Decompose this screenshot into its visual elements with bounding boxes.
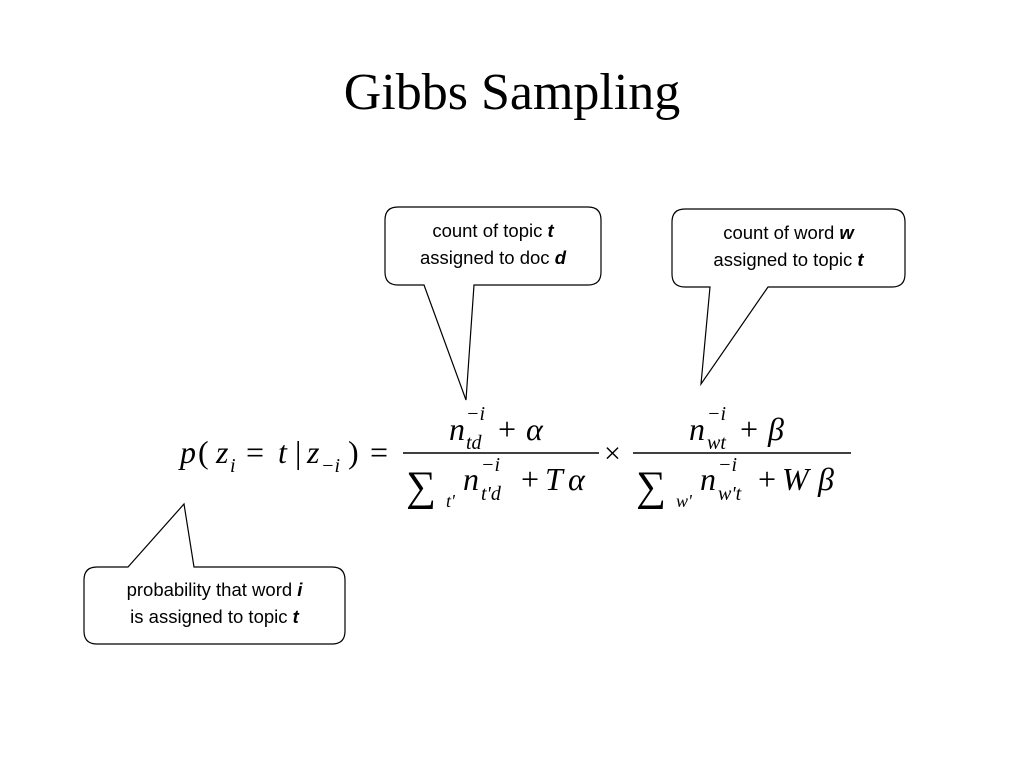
eq-z2: z bbox=[306, 434, 320, 470]
frac2-den-beta: β bbox=[817, 461, 834, 497]
frac2-den-n: n bbox=[700, 461, 716, 497]
slide-title: Gibbs Sampling bbox=[343, 64, 681, 121]
frac2-den-sup: −i bbox=[718, 454, 737, 476]
frac2-num-n: n bbox=[689, 411, 705, 447]
frac1-num-plus: + bbox=[498, 411, 516, 447]
callout-word-topic-var-t: t bbox=[857, 249, 864, 270]
frac2-num-sub: wt bbox=[707, 432, 726, 454]
callout-probability-line2: is assigned to topic t bbox=[84, 603, 345, 630]
eq-z2-sub: −i bbox=[321, 455, 340, 477]
frac1-den-alpha: α bbox=[568, 461, 586, 497]
callout-word-topic-line1-text: count of word bbox=[723, 222, 840, 243]
callout-word-topic-shape bbox=[671, 208, 906, 387]
callout-word-topic-line1: count of word w bbox=[672, 219, 905, 246]
equation-fraction-2: n −i wt + β ∑ w' n −i w't + W β bbox=[633, 403, 851, 511]
callout-topic-doc-shape bbox=[384, 206, 602, 401]
frac2-num-sup: −i bbox=[707, 403, 726, 425]
callout-probability-line1: probability that word i bbox=[84, 576, 345, 603]
frac1-num-n: n bbox=[449, 411, 465, 447]
frac1-num-alpha: α bbox=[526, 411, 544, 447]
frac1-den-sum: ∑ bbox=[406, 464, 436, 510]
frac1-den-plus: + bbox=[521, 461, 539, 497]
eq-equals-inner: = bbox=[246, 434, 264, 470]
callout-probability-line2-text: is assigned to topic bbox=[130, 606, 293, 627]
frac1-den-sup: −i bbox=[481, 454, 500, 476]
eq-t: t bbox=[278, 434, 288, 470]
equation-fraction-1: n −i td + α ∑ t' n −i t'd + T α bbox=[403, 403, 599, 511]
frac2-den-sum-sub: w' bbox=[676, 491, 693, 511]
callout-word-topic-var-w: w bbox=[839, 222, 854, 243]
frac1-den-T: T bbox=[545, 461, 565, 497]
eq-times: × bbox=[604, 437, 621, 470]
frac2-num-beta: β bbox=[767, 411, 784, 447]
callout-topic-doc-line1: count of topic t bbox=[385, 217, 601, 244]
frac2-den-plus: + bbox=[758, 461, 776, 497]
callout-probability-var-i: i bbox=[297, 579, 303, 600]
callout-topic-doc-line2-text: assigned to doc bbox=[419, 247, 555, 268]
eq-z: z bbox=[215, 434, 229, 470]
eq-equals-main: = bbox=[370, 434, 388, 470]
callout-topic-doc-var-d: d bbox=[554, 247, 567, 268]
callout-probability-text: probability that word i is assigned to t… bbox=[84, 576, 345, 630]
eq-bar: | bbox=[295, 434, 301, 470]
frac2-den-sum: ∑ bbox=[636, 464, 666, 510]
frac1-num-sub: td bbox=[466, 432, 483, 454]
eq-lparen: ( bbox=[198, 434, 209, 470]
callout-topic-doc-line2: assigned to doc d bbox=[385, 244, 601, 271]
eq-z-sub: i bbox=[230, 455, 236, 477]
callout-probability-shape bbox=[83, 502, 346, 645]
callout-word-topic-line2-text: assigned to topic bbox=[713, 249, 858, 270]
eq-p: p bbox=[178, 434, 196, 470]
frac2-num-plus: + bbox=[740, 411, 758, 447]
frac1-den-sub: t'd bbox=[481, 483, 502, 505]
eq-rparen: ) bbox=[348, 434, 359, 470]
callout-word-topic-text: count of word w assigned to topic t bbox=[672, 219, 905, 273]
frac2-den-sub: w't bbox=[718, 483, 742, 505]
callout-topic-doc-text: count of topic t assigned to doc d bbox=[385, 217, 601, 271]
callout-topic-doc-line1-text: count of topic bbox=[432, 220, 548, 241]
equation-lhs: p ( z i = t | z −i ) = bbox=[178, 434, 388, 477]
callout-probability-line1-text: probability that word bbox=[126, 579, 298, 600]
frac1-num-sup: −i bbox=[466, 403, 485, 425]
frac2-den-W: W bbox=[782, 461, 812, 497]
callout-probability-var-t: t bbox=[292, 606, 299, 627]
callout-topic-doc-var-t: t bbox=[547, 220, 554, 241]
callout-word-topic-line2: assigned to topic t bbox=[672, 246, 905, 273]
frac1-den-n: n bbox=[463, 461, 479, 497]
frac1-den-sum-sub: t' bbox=[446, 491, 456, 511]
